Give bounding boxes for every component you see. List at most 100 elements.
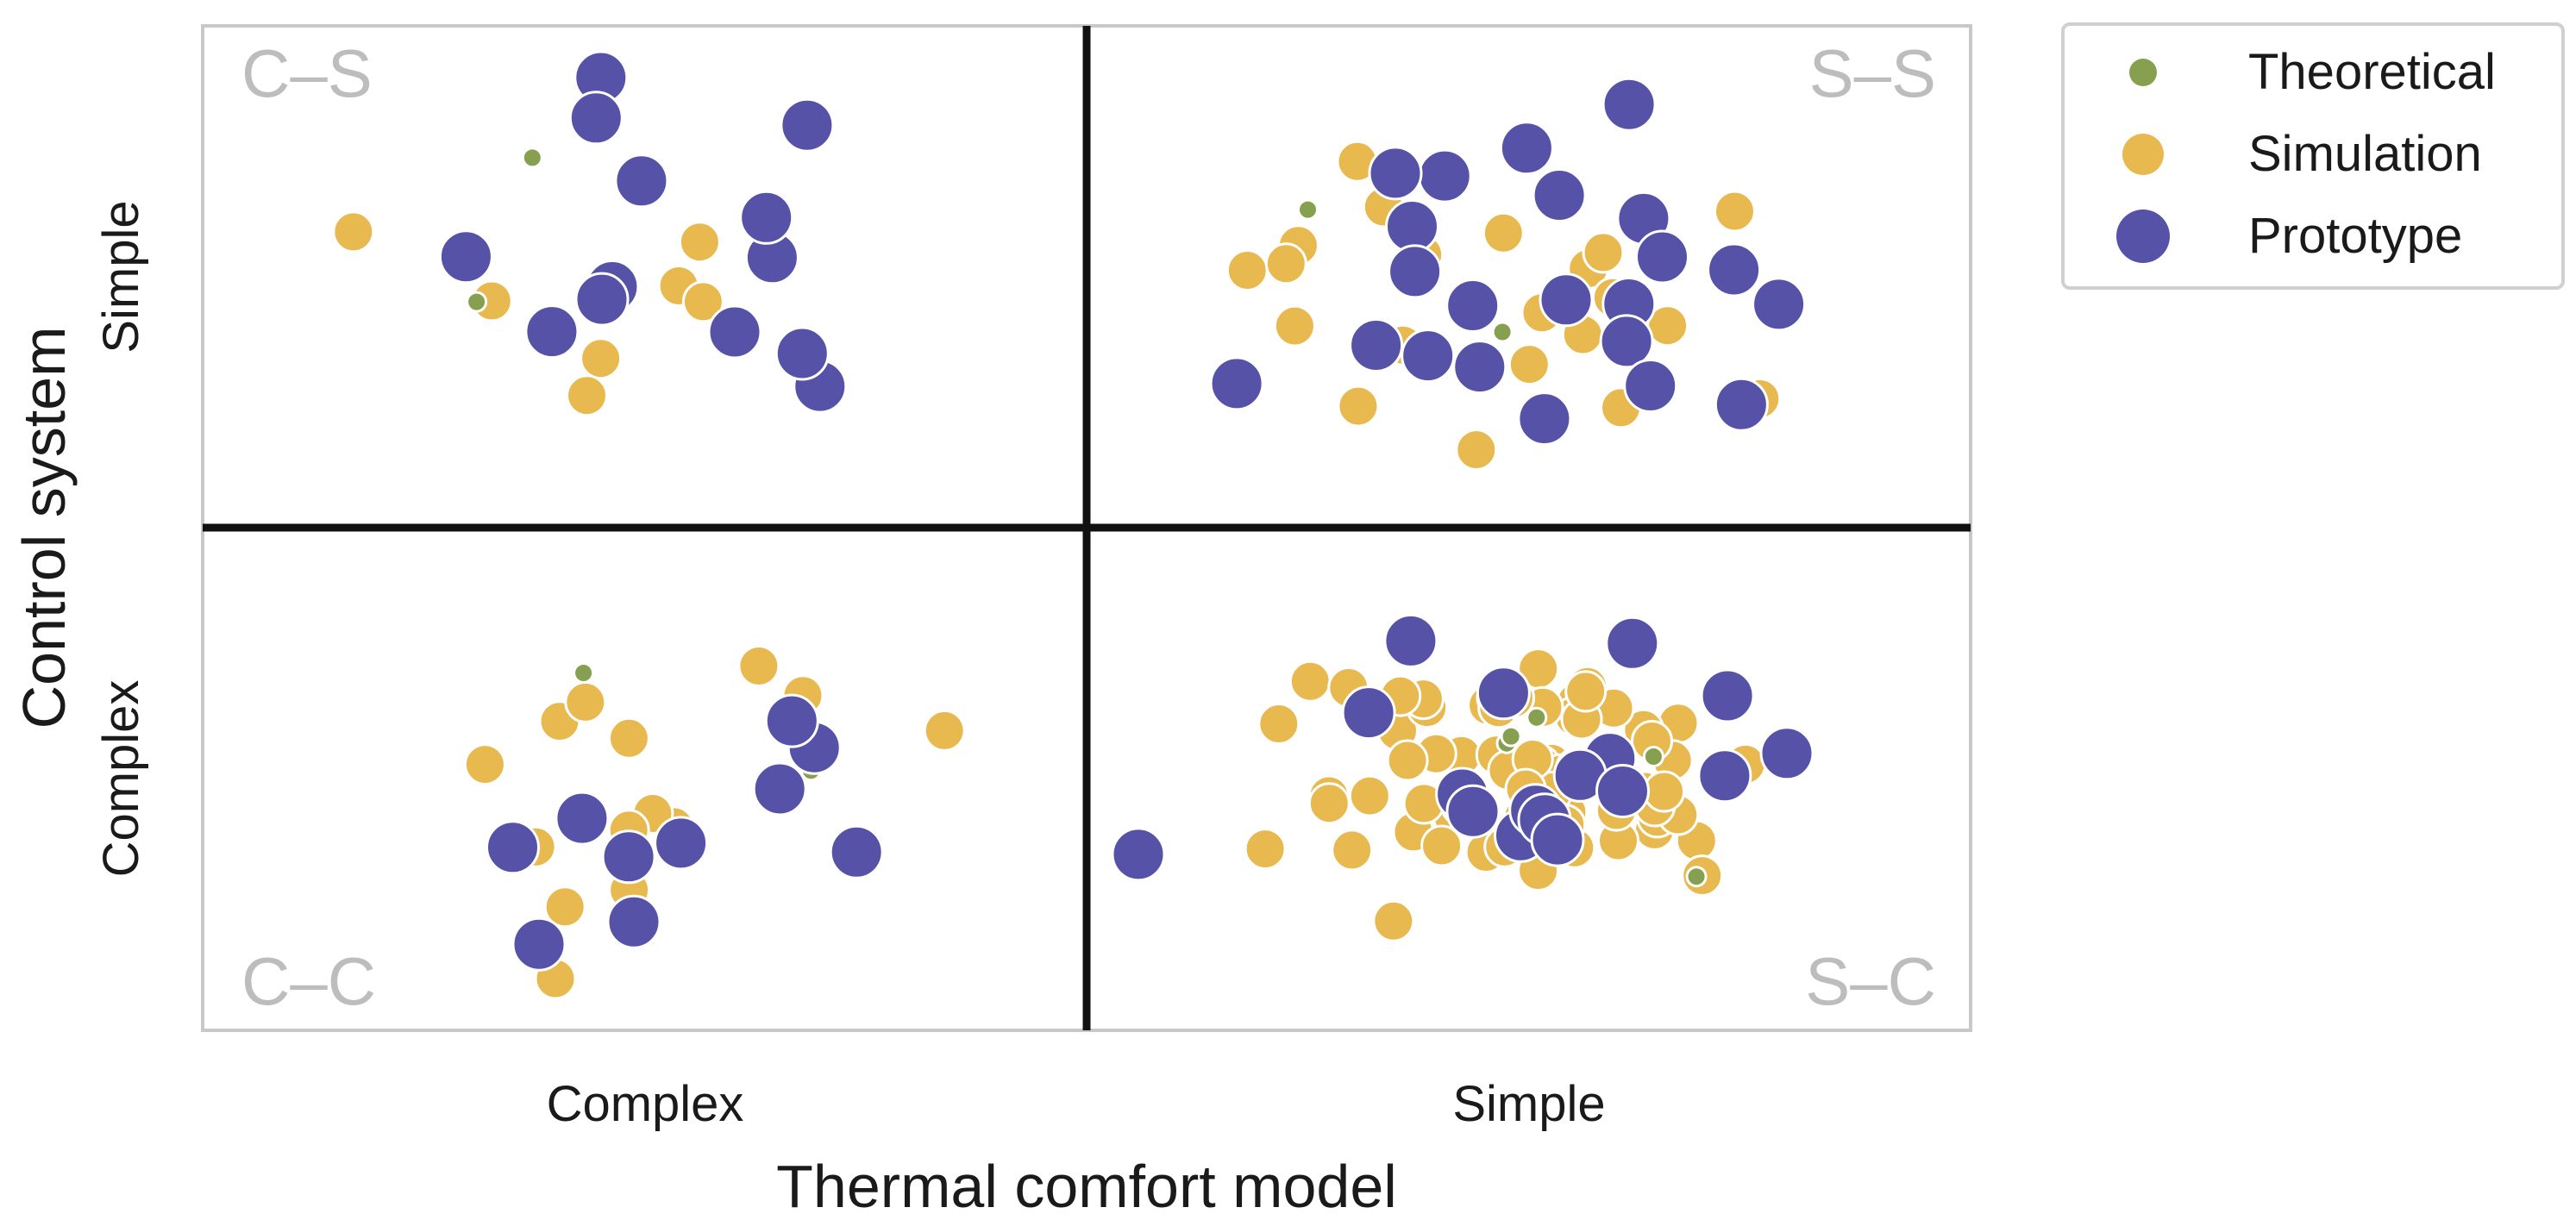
simulation-point [607, 716, 650, 760]
prototype-point [1445, 784, 1501, 839]
theoretical-point [521, 147, 543, 169]
simulation-point [1257, 703, 1301, 745]
simulation-point [737, 645, 780, 687]
prototype-point [774, 326, 830, 381]
prototype-point [654, 816, 709, 871]
x-tick-label-complex: Complex [547, 1076, 744, 1132]
prototype-point [1476, 666, 1531, 721]
prototype-point [1209, 356, 1264, 411]
simulation-point [1582, 231, 1625, 274]
simulation-point [1337, 385, 1380, 428]
simulation-point [1643, 770, 1686, 813]
theoretical-point [1642, 746, 1664, 767]
theoretical-point [573, 662, 595, 684]
prototype-point [1707, 242, 1762, 297]
prototype-point [780, 97, 835, 153]
prototype-point [1383, 613, 1438, 668]
prototype-point [1349, 318, 1404, 372]
x-tick-label-simple: Simple [1452, 1076, 1605, 1132]
simulation-point [1482, 211, 1525, 254]
prototype-point [1605, 616, 1660, 671]
prototype-point [524, 304, 580, 360]
legend-box [2061, 22, 2565, 290]
theoretical-point [1685, 866, 1708, 888]
prototype-point [486, 820, 540, 875]
prototype-point [555, 791, 610, 846]
prototype-point [614, 153, 669, 209]
prototype-point [1385, 199, 1439, 253]
simulation-point [1331, 829, 1374, 872]
scatter-points [332, 50, 1814, 1000]
simulation-point [1564, 670, 1608, 713]
simulation-point [1244, 828, 1287, 871]
prototype-point [601, 829, 656, 885]
prototype-point [764, 693, 819, 748]
simulation-point [1507, 343, 1551, 386]
legend-marker-simulation [2122, 134, 2164, 175]
prototype-point [1111, 827, 1166, 882]
prototype-point [1635, 229, 1689, 285]
simulation-point [1348, 774, 1391, 817]
prototype-point [1499, 121, 1554, 176]
legend-label-prototype: Prototype [2248, 208, 2462, 264]
prototype-point [1539, 272, 1594, 328]
legend-marker-prototype [2116, 210, 2170, 263]
prototype-point [1532, 168, 1587, 222]
prototype-point [1700, 668, 1755, 723]
legend-label-theoretical: Theoretical [2248, 44, 2496, 100]
theoretical-point [466, 291, 488, 313]
simulation-point [564, 680, 607, 723]
prototype-point [1595, 764, 1650, 818]
simulation-point [923, 709, 966, 752]
prototype-point [1401, 328, 1456, 384]
simulation-point [332, 210, 375, 253]
prototype-point [1368, 146, 1423, 201]
y-tick-label-complex: Complex [93, 680, 149, 878]
prototype-point [1388, 244, 1443, 299]
simulation-point [1288, 660, 1332, 703]
prototype-point [1530, 812, 1585, 867]
simulation-point [1307, 782, 1351, 825]
legend-marker-theoretical [2129, 59, 2157, 86]
prototype-point [1752, 277, 1807, 332]
prototype-point [438, 229, 493, 285]
quadrant-label-c-s: C–S [241, 35, 373, 111]
simulation-point [1372, 899, 1415, 942]
simulation-point [1420, 824, 1463, 867]
simulation-point [580, 337, 623, 380]
theoretical-point [1526, 706, 1548, 729]
y-axis-label: Control system [10, 327, 78, 729]
prototype-point [1601, 77, 1657, 132]
prototype-point [1341, 685, 1396, 741]
legend: Theoretical Simulation Prototype [2061, 22, 2565, 290]
legend-label-simulation: Simulation [2248, 126, 2482, 182]
simulation-point [1714, 190, 1756, 233]
prototype-point [511, 917, 567, 972]
simulation-point [681, 280, 724, 323]
simulation-point [566, 374, 608, 417]
prototype-point [568, 91, 624, 146]
prototype-point [574, 272, 630, 327]
prototype-point [752, 761, 807, 816]
simulation-point [1455, 429, 1498, 472]
prototype-point [1599, 314, 1654, 369]
theoretical-point [1297, 198, 1319, 221]
quadrant-label-s-c: S–C [1805, 943, 1936, 1019]
theoretical-point [1491, 321, 1514, 343]
simulation-point [1264, 242, 1307, 285]
theoretical-point [1500, 725, 1522, 748]
simulation-point [463, 743, 506, 786]
prototype-point [606, 894, 661, 949]
quadrant-label-s-s: S–S [1809, 35, 1936, 111]
prototype-point [1623, 359, 1678, 413]
prototype-point [1714, 377, 1769, 432]
prototype-point [1452, 340, 1507, 395]
quadrant-label-c-c: C–C [241, 943, 376, 1019]
simulation-point [1273, 304, 1316, 347]
prototype-point [739, 190, 794, 245]
prototype-point [1445, 278, 1501, 333]
simulation-point [1225, 249, 1269, 291]
simulation-point [543, 885, 586, 929]
prototype-point [1517, 391, 1572, 447]
